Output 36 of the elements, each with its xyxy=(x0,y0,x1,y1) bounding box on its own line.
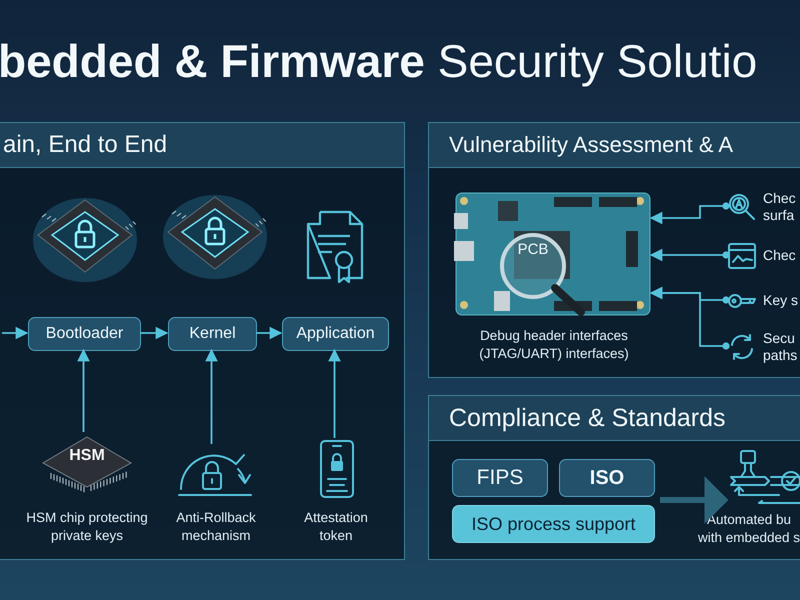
node-label: Automated bu with embedded s xyxy=(696,511,800,546)
panel xyxy=(428,395,800,560)
phone-lock-icon xyxy=(318,439,356,499)
arrow xyxy=(328,348,341,438)
panel-heading: Vulnerability Assessment & A xyxy=(449,132,734,158)
node-label: HSM chip protecting private keys xyxy=(25,509,149,544)
arrow xyxy=(77,348,90,432)
node-label: Anti-Rollback mechanism xyxy=(175,509,257,544)
arrow xyxy=(2,326,28,340)
node-label: Debug header interfaces (JTAG/UART) interfaces) xyxy=(478,327,630,362)
panel xyxy=(428,122,800,378)
item-text: Chec xyxy=(763,247,797,265)
arrow xyxy=(140,326,168,340)
panel-heading: ain, End to End xyxy=(3,131,168,159)
item-text: Secu paths xyxy=(763,330,798,364)
item-text: Key s xyxy=(763,292,800,310)
arrow xyxy=(256,326,282,340)
chip-label: HSM xyxy=(68,447,106,465)
panel-heading: Compliance & Standards xyxy=(449,404,726,432)
chevron-arrow xyxy=(660,476,728,524)
arrow xyxy=(650,286,730,350)
panel xyxy=(0,122,405,560)
arrow xyxy=(650,248,730,262)
node-label: Attestation token xyxy=(303,509,369,544)
page-title: bedded & Firmware Security Solutio xyxy=(0,34,758,88)
item-text: Chec surfa xyxy=(763,190,797,224)
standard-box: ISO xyxy=(559,459,655,497)
process-box: Application xyxy=(282,317,389,351)
process-box: FIPS xyxy=(452,459,548,497)
process-box: Bootloader xyxy=(28,317,141,351)
arrow xyxy=(650,202,730,224)
process-box: Kernel xyxy=(168,317,257,351)
highlight-box: ISO process support xyxy=(452,505,655,543)
lens-label: PCB xyxy=(516,241,550,258)
pipeline-icon xyxy=(729,449,800,507)
arrow xyxy=(205,348,218,444)
